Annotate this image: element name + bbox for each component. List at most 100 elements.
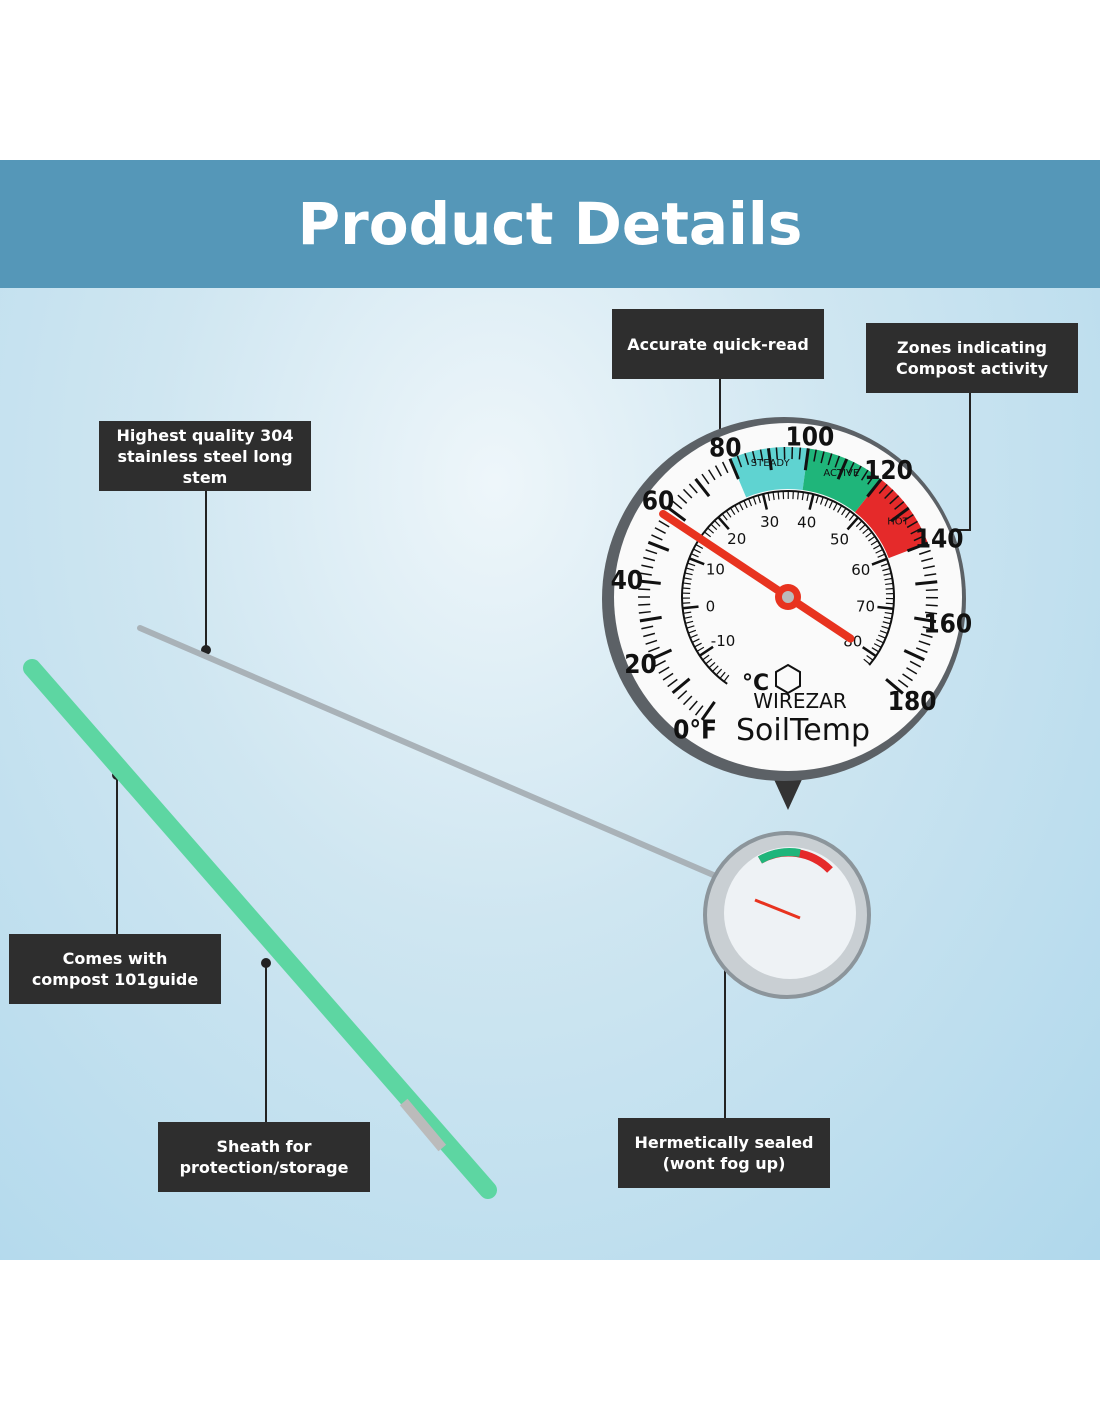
- c-tick: [715, 668, 723, 676]
- f-tick: [918, 549, 931, 555]
- c-tick: [882, 567, 891, 572]
- f-label: 40: [611, 566, 644, 596]
- c-tick: [684, 616, 693, 619]
- callout-text: Highest quality 304: [116, 425, 294, 445]
- f-label: 0°F: [673, 716, 717, 746]
- c-tick: [871, 557, 888, 566]
- f-tick: [836, 458, 849, 480]
- zone-label: ACTIVE: [823, 468, 859, 479]
- f-tick: [638, 603, 651, 606]
- callout-quick-read: Accurate quick-read: [612, 309, 824, 379]
- f-tick: [658, 520, 670, 528]
- c-tick: [880, 563, 889, 567]
- f-tick: [925, 588, 938, 592]
- c-tick: [862, 527, 870, 534]
- c-tick: [863, 658, 871, 665]
- c-tick: [712, 665, 719, 672]
- c-tick: [685, 567, 694, 571]
- f-label: 160: [923, 610, 972, 640]
- c-tick: [797, 491, 800, 500]
- brand-name: WIREZAR: [753, 689, 847, 713]
- c-tick: [729, 507, 736, 516]
- f-tick: [775, 447, 779, 460]
- f-tick: [922, 626, 935, 631]
- f-label: 100: [786, 422, 835, 452]
- c-tick: [871, 647, 880, 653]
- callout-text: Sheath for: [216, 1137, 312, 1156]
- c-tick: [885, 582, 894, 586]
- f-tick: [860, 469, 869, 481]
- f-tick: [902, 513, 914, 522]
- c-tick: [710, 523, 718, 531]
- c-tick: [868, 535, 876, 542]
- c-tick: [882, 621, 891, 625]
- f-tick: [918, 640, 931, 646]
- f-tick: [803, 448, 810, 471]
- c-tick: [855, 520, 863, 528]
- c-tick: [875, 548, 884, 554]
- callout-text: Zones indicating: [897, 338, 1047, 357]
- c-tick: [747, 498, 753, 507]
- c-tick: [772, 491, 775, 501]
- f-tick: [920, 633, 933, 638]
- f-tick: [914, 616, 937, 624]
- c-tick: [705, 658, 713, 665]
- c-label: 40: [797, 513, 816, 531]
- f-tick: [820, 451, 825, 464]
- c-tick: [824, 498, 829, 507]
- f-tick: [677, 494, 688, 504]
- f-tick: [878, 483, 888, 494]
- c-tick: [696, 646, 705, 652]
- f-label: 20: [624, 650, 657, 680]
- c-tick: [682, 582, 691, 585]
- c-tick: [703, 531, 712, 538]
- f-tick: [643, 556, 656, 562]
- c-tick: [862, 646, 877, 658]
- product-name: SoilTemp: [736, 713, 870, 748]
- f-tick: [682, 695, 693, 706]
- callout-text: (wont fog up): [662, 1154, 786, 1173]
- c-tick: [879, 630, 888, 635]
- c-tick: [757, 495, 761, 504]
- zone-active: [802, 448, 882, 513]
- callout-text: Comes with: [62, 949, 168, 968]
- c-tick: [870, 540, 879, 546]
- f-tick: [913, 534, 926, 542]
- c-tick: [707, 527, 715, 534]
- c-label: 50: [830, 530, 849, 548]
- c-tick: [832, 502, 838, 511]
- c-label: 10: [706, 561, 725, 579]
- f-tick: [890, 506, 910, 523]
- c-tick: [885, 602, 894, 605]
- c-tick: [841, 507, 847, 516]
- callout-text: Accurate quick-read: [627, 334, 809, 354]
- c-tick: [819, 496, 824, 505]
- f-tick: [866, 478, 883, 498]
- c-tick: [883, 572, 892, 576]
- f-tick: [827, 453, 833, 466]
- c-label: 0: [706, 597, 716, 615]
- f-tick: [909, 660, 922, 668]
- c-tick: [777, 491, 780, 500]
- needle-rivet: [782, 591, 794, 603]
- f-tick: [925, 611, 938, 615]
- f-tick: [645, 639, 658, 645]
- c-tick: [721, 513, 728, 521]
- f-tick: [897, 679, 909, 688]
- zone-steady: [729, 446, 809, 498]
- c-tick: [691, 553, 699, 558]
- c-tick: [883, 616, 892, 620]
- c-tick: [702, 654, 710, 661]
- f-tick: [654, 527, 666, 534]
- c-tick: [684, 572, 693, 576]
- header-banner: Product Details: [0, 160, 1100, 288]
- f-tick: [638, 579, 661, 585]
- c-tick: [873, 544, 881, 550]
- f-tick: [751, 451, 757, 464]
- f-tick: [647, 540, 670, 552]
- c-label: 70: [856, 598, 875, 616]
- f-tick: [638, 588, 651, 591]
- c-tick: [719, 671, 726, 679]
